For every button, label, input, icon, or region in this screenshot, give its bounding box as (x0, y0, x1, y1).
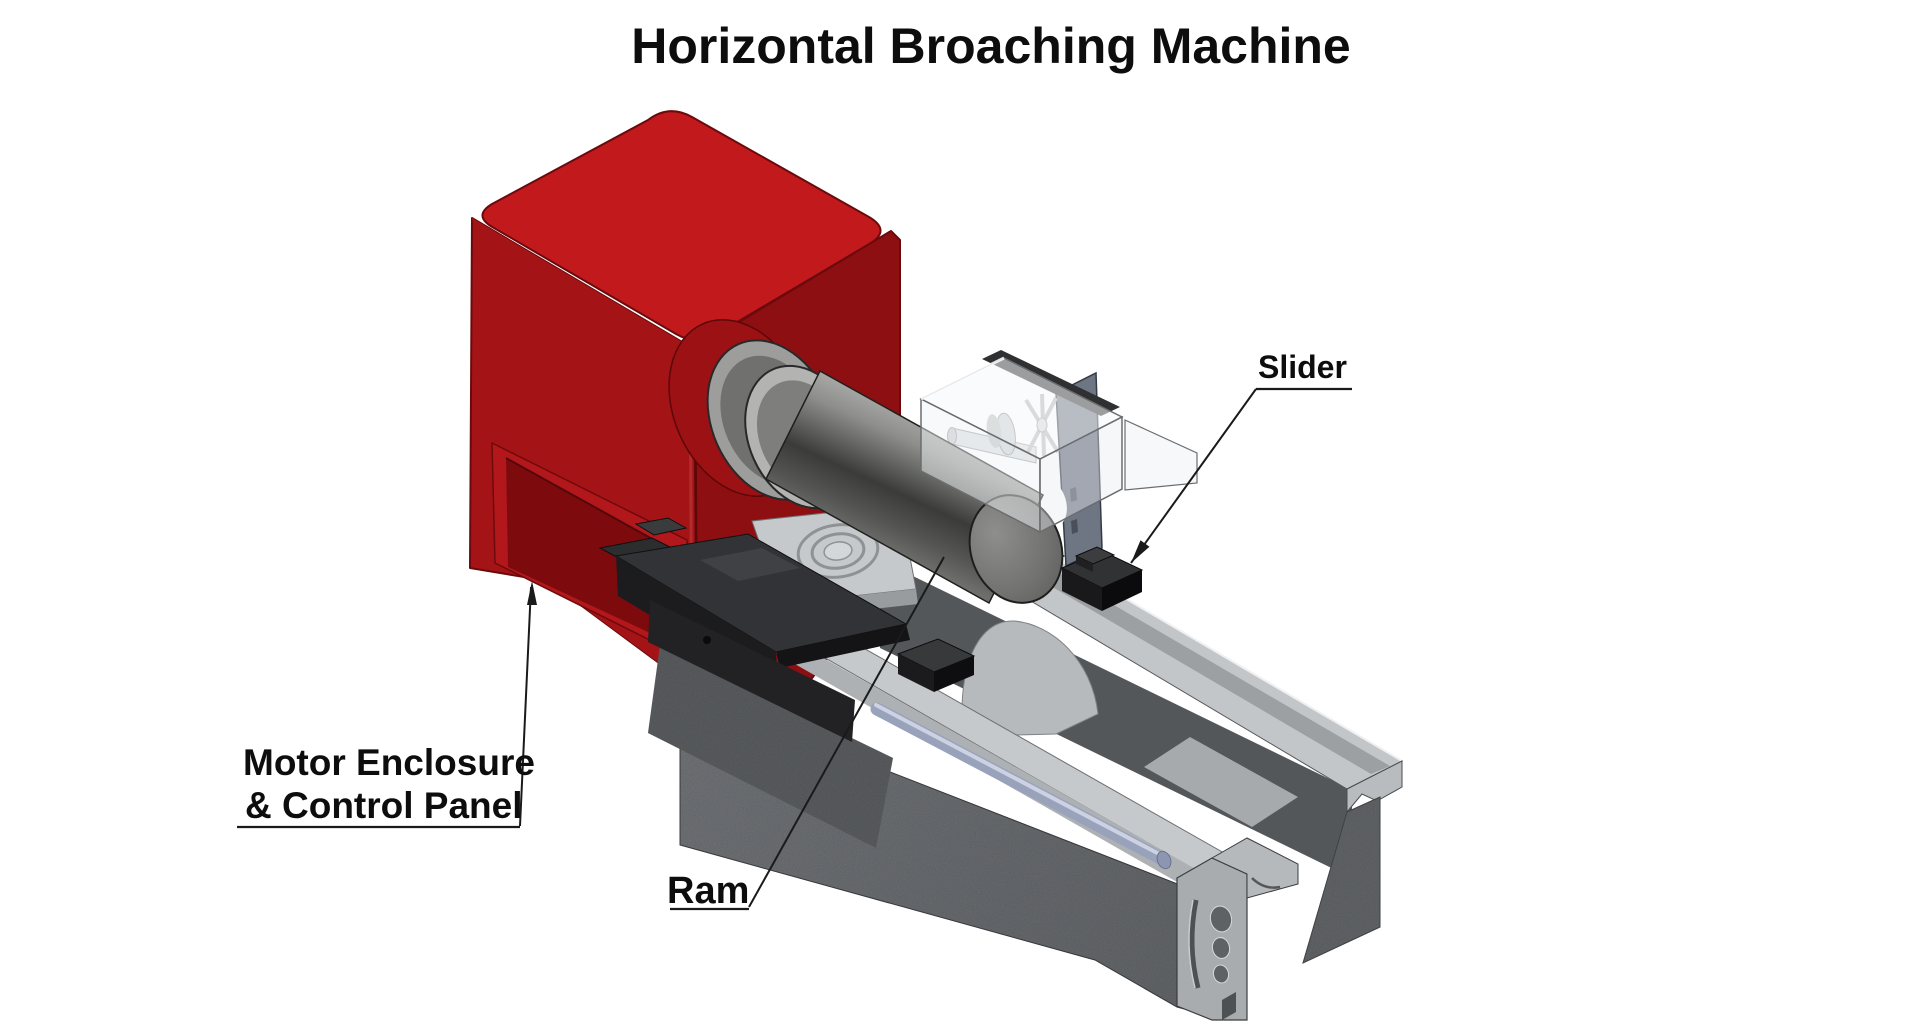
bed-rod (870, 702, 1172, 870)
annotation-motor-enclosure: Motor Enclosure & Control Panel (237, 581, 537, 829)
motor-label-line1: Motor Enclosure (243, 742, 535, 783)
bed-end-web (1176, 837, 1299, 1021)
near-rail-block (896, 638, 976, 692)
transparent-guide-block (919, 350, 1198, 534)
motor-label-line2: & Control Panel (245, 785, 523, 826)
carriage-assembly (598, 504, 1066, 848)
slider-block (1060, 546, 1144, 611)
ram-leader-line (748, 556, 945, 908)
page-title: Horizontal Broaching Machine (631, 18, 1351, 74)
motor-arrowhead-icon (527, 581, 537, 605)
annotation-ram: Ram (667, 556, 945, 912)
slider-arrowhead-icon (1131, 540, 1150, 563)
motor-leader-line (519, 586, 532, 827)
slider-leader-line (1130, 388, 1257, 564)
annotation-slider: Slider (1130, 349, 1352, 564)
ram-label: Ram (667, 870, 749, 912)
clamp-plates (598, 517, 910, 742)
slider-label: Slider (1258, 349, 1347, 385)
